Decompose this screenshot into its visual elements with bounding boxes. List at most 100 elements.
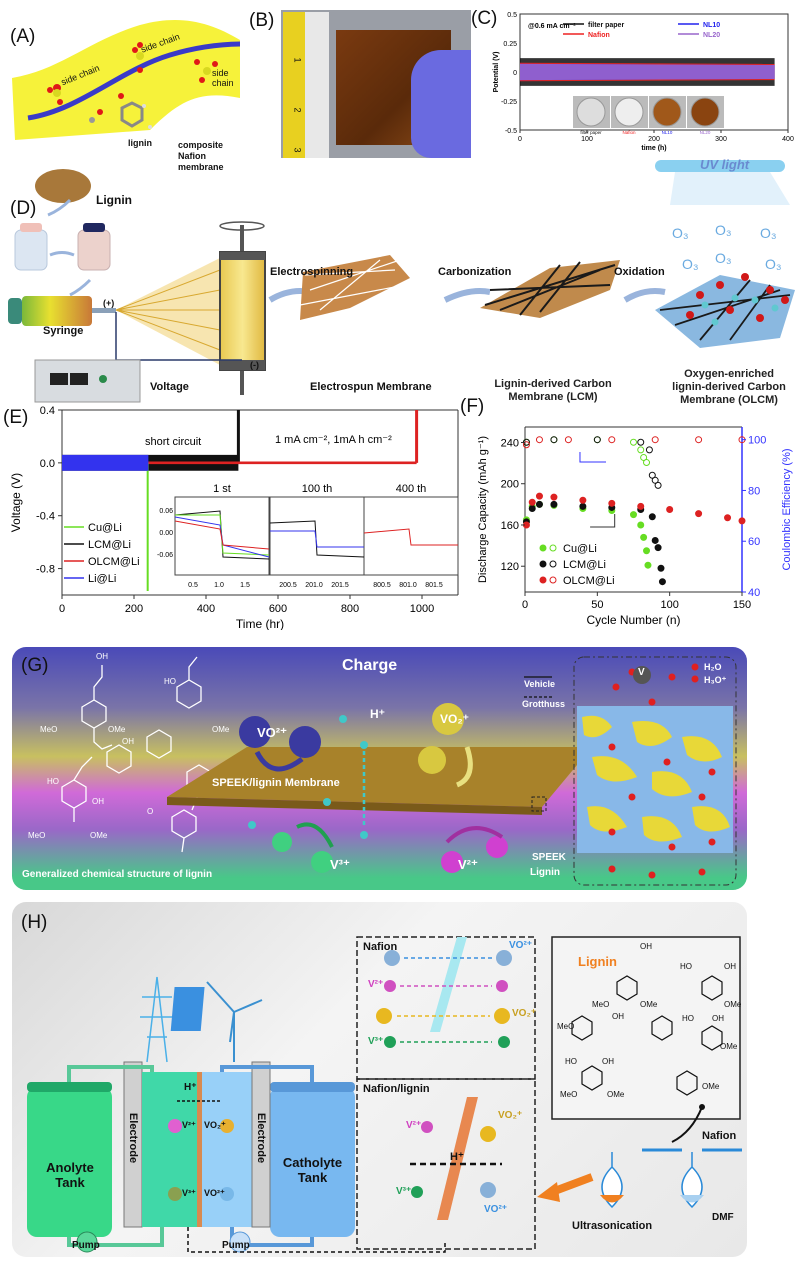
data-point	[637, 521, 645, 529]
electrode-label: Electrode	[127, 1112, 140, 1164]
chem-group: OH	[602, 1057, 614, 1066]
y-tick-label: 0	[513, 70, 517, 77]
chem-group: OH	[640, 942, 652, 951]
inset-trace-olcm	[363, 528, 458, 546]
membrane-disc	[614, 97, 644, 127]
lignin-box-title: Lignin	[578, 954, 617, 969]
ce-axis-arrow	[579, 452, 607, 463]
chem-group: MeO	[28, 831, 46, 840]
redox-arrow-icon	[455, 746, 473, 788]
flask-ultrasonication	[601, 1152, 623, 1209]
v3-sphere	[311, 851, 333, 873]
data-point	[579, 496, 587, 504]
data-point	[535, 500, 543, 508]
composite-label-line1: composite Nafion	[178, 140, 224, 161]
ultrasonication-label: Ultrasonication	[572, 1220, 653, 1232]
membrane-disc	[576, 97, 606, 127]
anolyte-pipe	[67, 1065, 154, 1082]
y-axis-label: Discharge Capacity (mAh g⁻¹)	[477, 436, 489, 583]
inset-frame	[269, 496, 365, 576]
v2-label: V²⁺	[458, 857, 478, 872]
carbonization-label: Carbonization	[438, 266, 512, 278]
redox-arrow-icon	[296, 822, 334, 848]
inset-x-tick: 0.5	[188, 582, 198, 589]
anolyte-lid	[27, 1082, 112, 1092]
speek-label: SPEEK	[532, 852, 566, 863]
proton	[248, 821, 256, 829]
anolyte-tank-label: Anolyte Tank	[34, 1160, 106, 1190]
inset-x-tick: 1.0	[214, 582, 224, 589]
legend-label: Cu@Li	[88, 522, 122, 534]
catholyte-half-cell	[202, 1072, 252, 1227]
electrospun-membrane-label: Electrospun Membrane	[310, 381, 432, 393]
collector-drum	[219, 221, 266, 395]
y-axis-label: Potential (V)	[493, 52, 500, 93]
x-axis-label: Cycle Number (n)	[586, 613, 680, 627]
panel-b-label: (B)	[249, 10, 275, 31]
chem-group: MeO	[560, 1090, 578, 1099]
panel-a-label: (A)	[10, 26, 36, 47]
membrane-disc	[690, 97, 720, 127]
oxygen-groups	[686, 273, 789, 322]
side-chain-1	[47, 84, 63, 105]
v-atom	[633, 666, 651, 684]
short-circuit-annotation: short circuit	[145, 436, 201, 448]
v2-ion	[168, 1119, 182, 1133]
vo2p-ion	[480, 1182, 496, 1198]
nafion-crossover-arrows	[397, 957, 492, 1043]
chem-group: OH	[724, 962, 736, 971]
nafion-vo2p: VO²⁺	[509, 940, 533, 951]
data-point	[651, 436, 659, 444]
fiber-jet	[115, 258, 221, 365]
x-tick-label: 1000	[410, 603, 434, 615]
data-point	[550, 493, 558, 501]
nl-vo2p: VO²⁺	[484, 1204, 508, 1215]
pump-icon	[76, 1231, 98, 1253]
oxidation-label: Oxidation	[614, 266, 665, 278]
uv-lamp-icon	[655, 160, 790, 205]
vial-1-cap	[20, 223, 42, 232]
data-point	[564, 436, 572, 444]
membrane-edge	[167, 797, 542, 815]
photo-label: filter paper	[580, 130, 602, 135]
capacity-axis-arrow	[590, 514, 616, 528]
y-tick-label: 200	[501, 479, 519, 491]
legend-marker-filled	[539, 560, 547, 568]
chem-group: HO	[565, 1057, 577, 1066]
chem-group: HO	[682, 1014, 694, 1023]
voltage-supply-icon	[34, 359, 141, 403]
ozone-label: O₃	[672, 225, 689, 241]
chem-group: OH	[612, 1012, 624, 1021]
inset-frame	[363, 496, 459, 576]
data-point	[651, 476, 659, 484]
connector-dot	[699, 1104, 705, 1110]
cell-membrane	[197, 1072, 202, 1227]
series-band-Li@Li	[62, 454, 149, 471]
x-tick-label: 300	[715, 136, 727, 143]
catholyte-tank-label: Catholyte Tank	[270, 1155, 355, 1185]
data-point	[658, 578, 666, 586]
v2-sphere	[441, 851, 463, 873]
anolyte-return	[67, 1227, 164, 1247]
data-point	[535, 492, 543, 500]
zoom-inset-frame	[573, 656, 737, 886]
y-tick-label: 240	[501, 437, 519, 449]
power-tower-icon	[140, 976, 174, 1063]
lignin-structure	[571, 975, 723, 1096]
vo2-sphere	[418, 746, 446, 774]
arrow-icon	[47, 198, 72, 217]
arrow-icon	[443, 288, 491, 303]
data-point	[579, 502, 587, 510]
nafion-v2: V²⁺	[368, 979, 384, 990]
legend-marker-filled	[539, 576, 547, 584]
inset-trace-li	[270, 530, 364, 548]
anolyte-half-cell	[142, 1072, 197, 1227]
data-point	[648, 513, 656, 521]
lignin-domain-label: Lignin	[530, 867, 560, 878]
side-chain-label: side chain	[212, 68, 234, 88]
chem-group: MeO	[40, 725, 58, 734]
panel-g-label: (G)	[21, 655, 49, 676]
pump-label: Pump	[222, 1240, 250, 1251]
data-point	[644, 561, 652, 569]
